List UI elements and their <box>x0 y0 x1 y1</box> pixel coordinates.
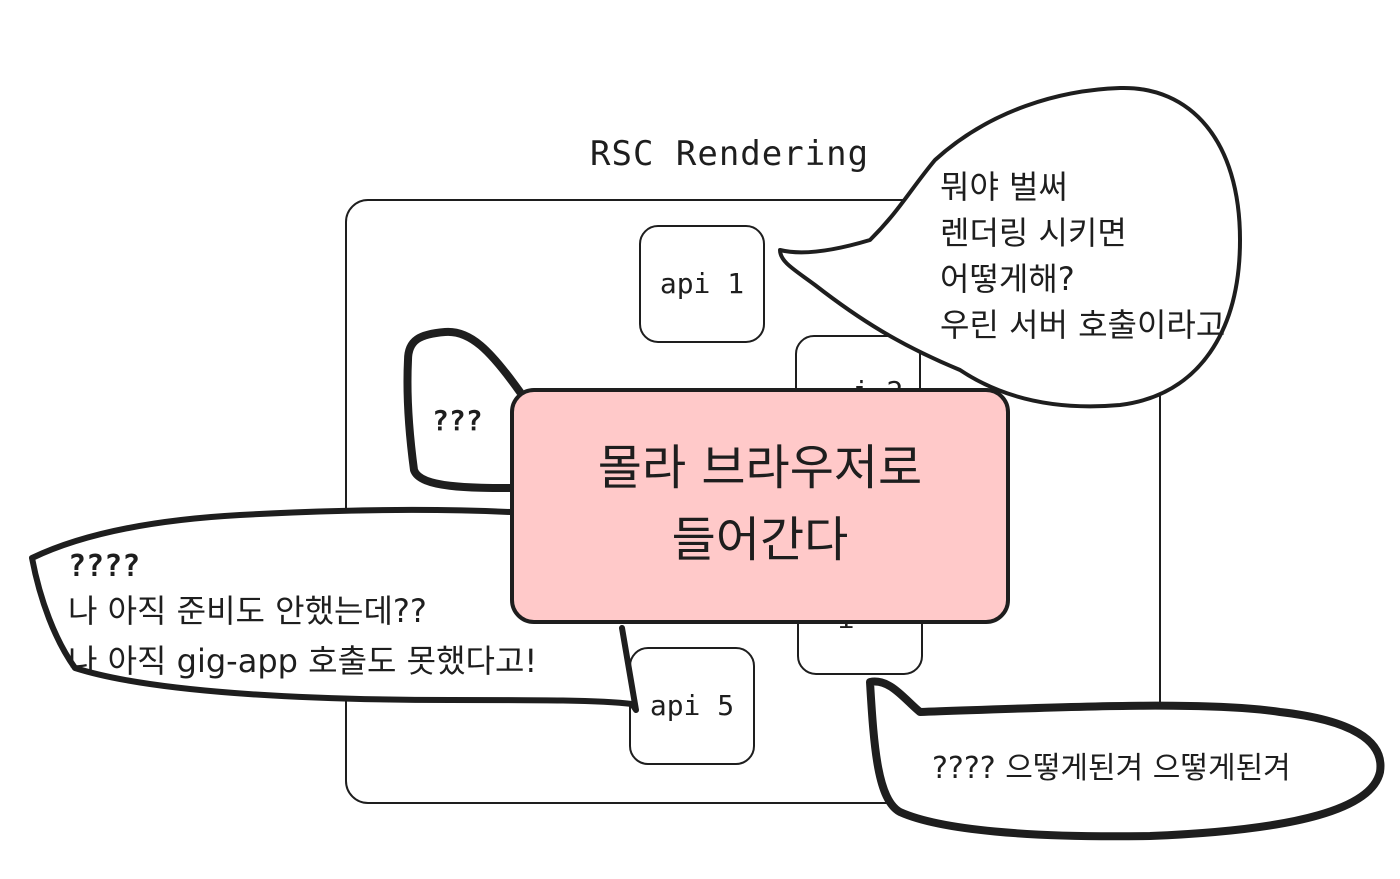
bubble-bottom-right: ???? 으떻게된겨 으떻게된겨 <box>866 677 1385 841</box>
bubble-left-small: ??? <box>403 327 524 492</box>
rsc-frame <box>345 199 1161 804</box>
bubble-bottom-left-line-2: 나 아직 준비도 안했는데?? <box>68 592 427 630</box>
api-box-1: api 1 <box>639 225 765 343</box>
center-box-line-1: 몰라 브라우저로 <box>598 440 922 496</box>
bubble-top-right: 뭐야 벌써 렌더링 시키면 어떻게해? 우린 서버 호출이라고 <box>778 85 1242 409</box>
diagram-title: RSC Rendering <box>590 134 869 174</box>
bubble-top-right-line-3: 어떻게해? <box>940 260 1075 298</box>
bubble-top-right-line-1: 뭐야 벌써 <box>940 168 1068 206</box>
bubble-bottom-left-line-1: ???? <box>68 549 140 584</box>
api-box-1-label: api 1 <box>660 267 744 300</box>
center-box-line-2: 들어간다 <box>672 512 849 568</box>
bubble-bottom-left: ???? 나 아직 준비도 안했는데?? 나 아직 gig-app 호출도 못했… <box>29 506 639 713</box>
api-box-5-label: api 5 <box>650 689 734 722</box>
center-box: 몰라 브라우저로 들어간다 <box>510 388 1010 624</box>
bubble-top-right-line-2: 렌더링 시키면 <box>940 214 1127 252</box>
bubble-bottom-right-text: ???? 으떻게된겨 으떻게된겨 <box>932 751 1291 786</box>
bubble-top-right-line-4: 우린 서버 호출이라고 <box>940 306 1225 344</box>
bubble-bottom-left-line-3: 나 아직 gig-app 호출도 못했다고! <box>68 642 537 680</box>
api-box-5: api 5 <box>629 647 755 765</box>
bubble-left-small-text: ??? <box>432 404 483 437</box>
